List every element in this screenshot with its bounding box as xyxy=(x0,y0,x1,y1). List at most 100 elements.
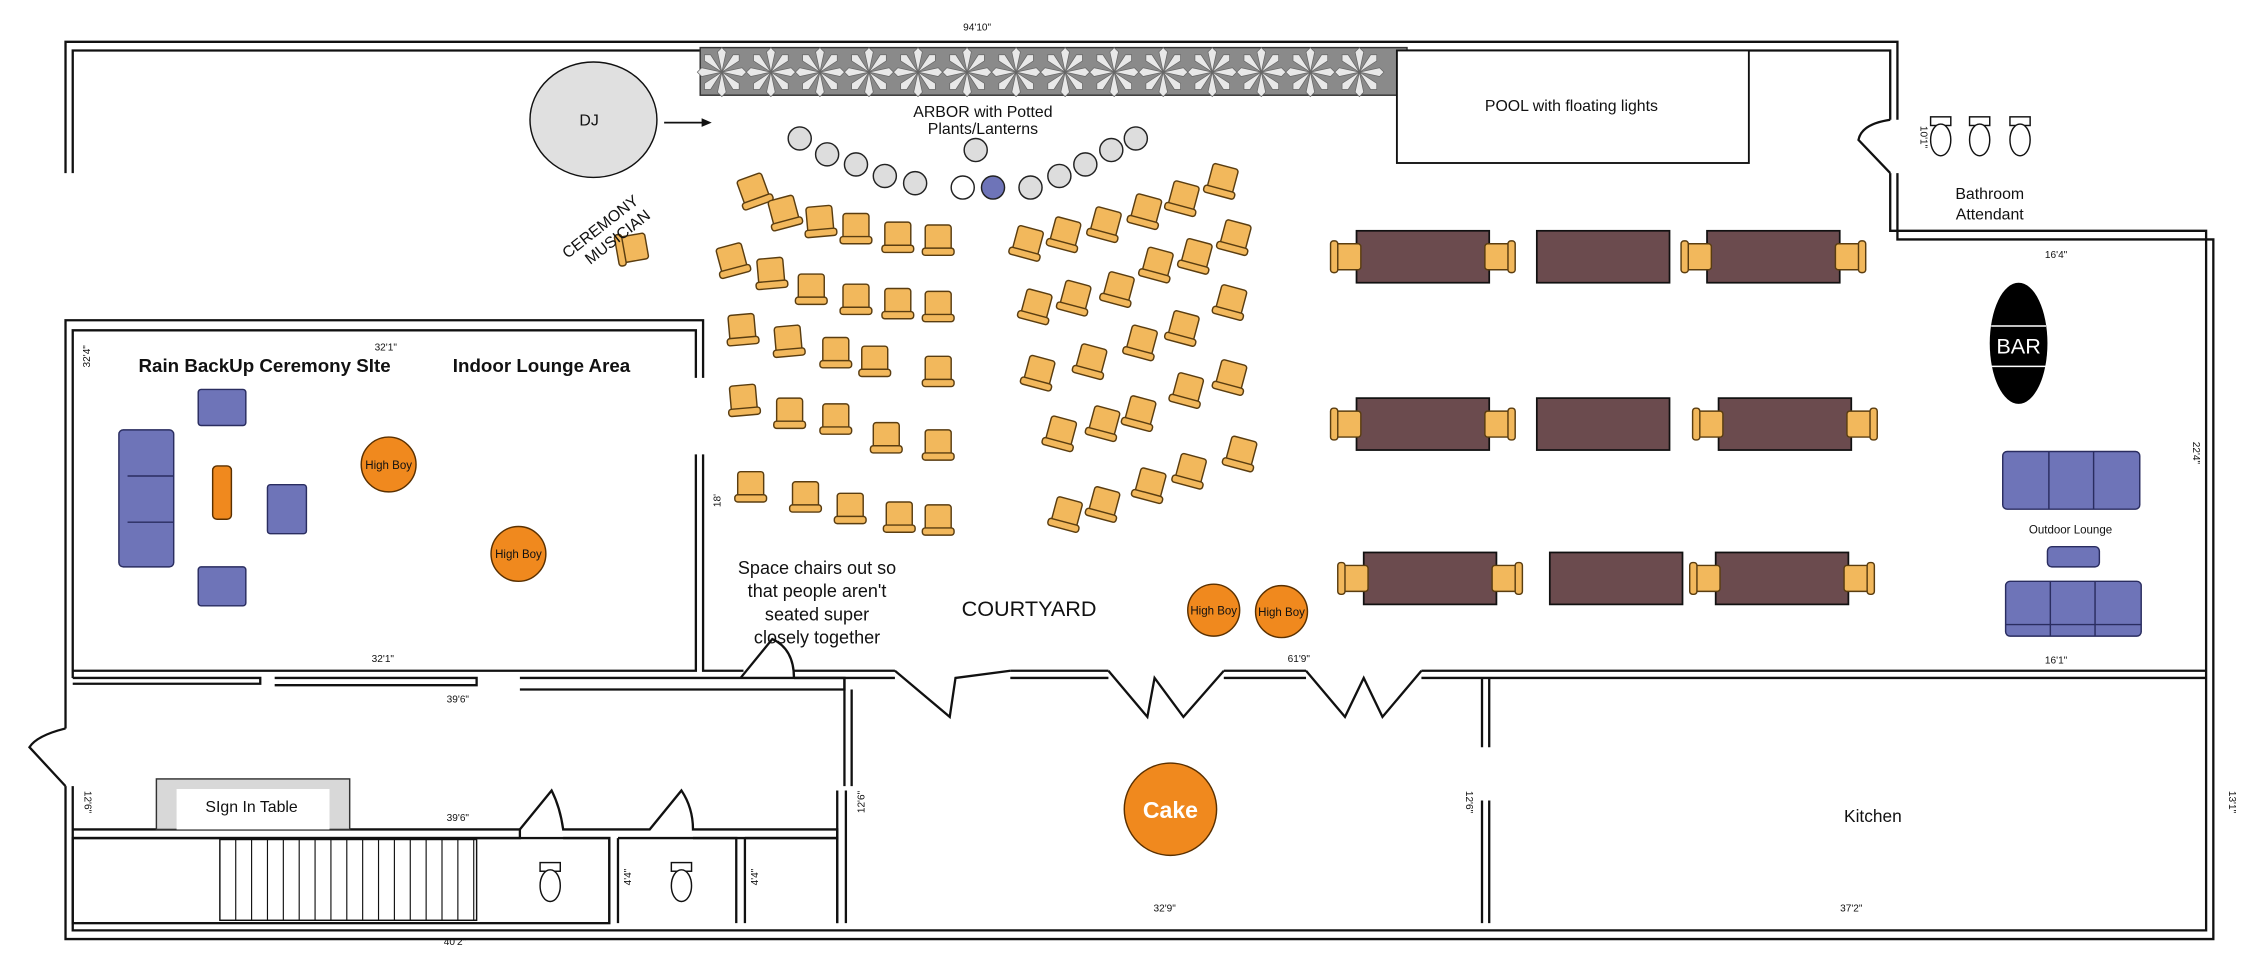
dj-booth[interactable]: DJ xyxy=(529,61,658,179)
chair-icon[interactable] xyxy=(1843,561,1876,596)
high-boy-label: High Boy xyxy=(365,460,412,472)
chair-icon[interactable] xyxy=(725,312,760,347)
chair-icon[interactable] xyxy=(921,504,955,536)
dining-table[interactable] xyxy=(1535,229,1671,284)
chair-icon[interactable] xyxy=(1176,237,1215,275)
chair-icon[interactable] xyxy=(1484,240,1516,274)
chair-icon[interactable] xyxy=(1202,162,1241,200)
chair-icon[interactable] xyxy=(1137,246,1176,284)
chair-icon[interactable] xyxy=(773,397,807,430)
dining-table[interactable] xyxy=(1548,551,1684,606)
pool[interactable]: POOL with floating lights xyxy=(1395,49,1750,164)
chair-icon[interactable] xyxy=(1484,407,1516,441)
dining-table[interactable] xyxy=(1714,551,1850,606)
chair-icon[interactable] xyxy=(921,429,955,461)
chair-icon[interactable] xyxy=(1221,435,1260,473)
high-boy-table[interactable]: High Boy xyxy=(360,436,417,493)
chair-icon[interactable] xyxy=(1211,283,1250,321)
chair-icon[interactable] xyxy=(1329,407,1362,441)
chair-icon[interactable] xyxy=(1329,240,1362,274)
dining-table[interactable] xyxy=(1717,397,1853,451)
dining-table[interactable] xyxy=(1362,551,1498,606)
chair-icon[interactable] xyxy=(1491,561,1524,596)
armchair[interactable] xyxy=(197,388,247,427)
chair-icon[interactable] xyxy=(1126,193,1164,231)
chair-icon[interactable] xyxy=(1086,206,1124,244)
outdoor-ottoman[interactable] xyxy=(2046,545,2101,568)
chair-icon[interactable] xyxy=(726,383,762,418)
armchair[interactable] xyxy=(197,566,247,607)
chair-icon[interactable] xyxy=(839,212,873,245)
chair-back xyxy=(1019,376,1053,392)
chair-icon[interactable] xyxy=(1084,405,1123,443)
high-boy-table[interactable]: High Boy xyxy=(1187,583,1241,637)
cake-table[interactable]: Cake xyxy=(1123,762,1218,857)
bar[interactable]: BAR xyxy=(1989,282,2048,404)
chair-icon[interactable] xyxy=(921,290,955,323)
chair-icon[interactable] xyxy=(881,287,915,320)
chair-icon[interactable] xyxy=(921,355,955,388)
chair-icon[interactable] xyxy=(833,492,867,525)
chair-icon[interactable] xyxy=(819,403,853,435)
chair-icon[interactable] xyxy=(1337,561,1369,596)
sign-in-table[interactable]: SIgn In Table xyxy=(155,778,351,831)
chair-icon[interactable] xyxy=(1680,240,1713,274)
armchair[interactable] xyxy=(266,483,308,535)
chair-icon[interactable] xyxy=(839,283,873,316)
chair-icon[interactable] xyxy=(788,481,823,513)
chair-icon[interactable] xyxy=(1122,324,1160,362)
chair-icon[interactable] xyxy=(1211,358,1250,396)
chair-icon[interactable] xyxy=(765,194,804,232)
chair-icon[interactable] xyxy=(1008,224,1046,262)
chair-icon[interactable] xyxy=(1834,240,1867,274)
chair-icon[interactable] xyxy=(858,345,892,378)
chair-icon[interactable] xyxy=(921,224,955,257)
chair-icon[interactable] xyxy=(1691,407,1724,441)
chair-icon[interactable] xyxy=(1215,219,1254,257)
chair-icon[interactable] xyxy=(1130,467,1169,505)
dim-restroom1: 4'4" xyxy=(623,868,634,885)
chair-icon[interactable] xyxy=(1055,279,1094,317)
dining-table[interactable] xyxy=(1535,397,1671,451)
chair-icon[interactable] xyxy=(1168,371,1206,409)
chair-icon[interactable] xyxy=(713,242,752,280)
chair-icon[interactable] xyxy=(754,256,789,291)
chair-icon[interactable] xyxy=(1163,180,1202,218)
chair-icon[interactable] xyxy=(1045,216,1084,254)
chair-icon[interactable] xyxy=(1084,485,1123,523)
chair-icon[interactable] xyxy=(1071,343,1110,381)
dining-table[interactable] xyxy=(1355,229,1491,284)
chair-icon[interactable] xyxy=(819,336,853,369)
chair-icon[interactable] xyxy=(1019,354,1058,392)
leaf xyxy=(1341,71,1360,90)
chair-icon[interactable] xyxy=(1171,452,1209,490)
chair-icon[interactable] xyxy=(1163,309,1202,347)
chair-icon[interactable] xyxy=(882,501,916,533)
chair-icon[interactable] xyxy=(1688,561,1721,596)
dining-table[interactable] xyxy=(1355,397,1491,451)
chair-icon[interactable] xyxy=(1016,288,1055,326)
chair-icon[interactable] xyxy=(803,204,838,239)
dining-table[interactable] xyxy=(1706,229,1841,284)
outdoor-lounge-sofa-bottom[interactable] xyxy=(2004,580,2142,637)
outdoor-lounge-sofa-top[interactable] xyxy=(2002,450,2141,510)
chair-icon[interactable] xyxy=(881,221,915,254)
chair-icon[interactable] xyxy=(869,421,903,454)
high-boy-table[interactable]: High Boy xyxy=(490,525,547,583)
chair-icon[interactable] xyxy=(1041,415,1079,453)
high-boy-table[interactable]: High Boy xyxy=(1254,584,1309,639)
chair-icon[interactable] xyxy=(1846,407,1878,441)
chair-icon[interactable] xyxy=(613,230,650,267)
chair-icon[interactable] xyxy=(1120,395,1159,433)
leaf xyxy=(819,54,838,73)
ceremony-marker xyxy=(963,137,988,163)
coffee-table[interactable] xyxy=(211,465,233,521)
leaf xyxy=(991,67,1017,77)
indoor-sofa[interactable] xyxy=(118,429,175,568)
chair-icon[interactable] xyxy=(771,324,806,359)
chair-icon[interactable] xyxy=(734,171,774,211)
chair-icon[interactable] xyxy=(734,470,768,503)
chair-icon[interactable] xyxy=(1099,270,1137,308)
chair-icon[interactable] xyxy=(794,273,828,306)
chair-icon[interactable] xyxy=(1047,495,1085,534)
